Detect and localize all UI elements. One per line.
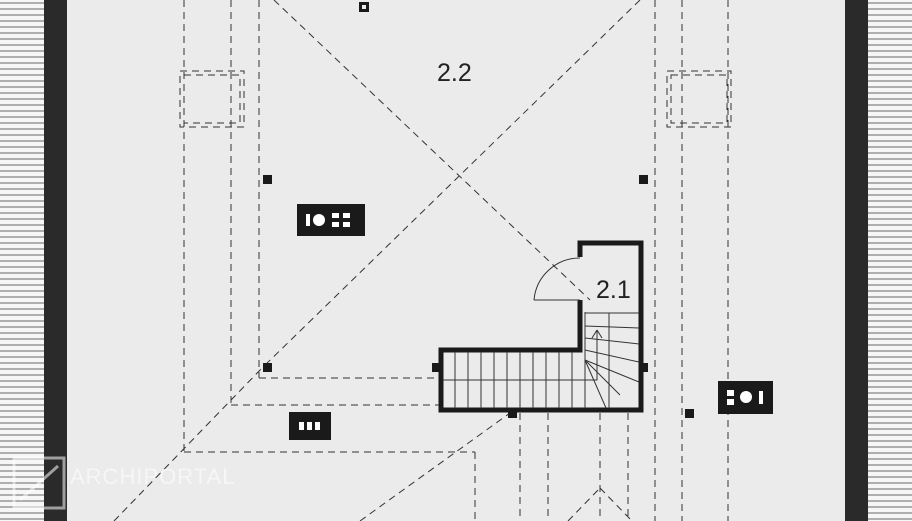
radiator-icon <box>297 204 365 236</box>
ceiling-point-icon <box>359 2 369 12</box>
roof-window-left <box>179 70 245 128</box>
right-exterior-wall <box>845 0 912 521</box>
stair-enclosure <box>438 240 644 413</box>
archiportal-watermark: ARCHIPORTAL <box>12 456 235 510</box>
door-swing <box>533 257 581 301</box>
left-exterior-wall <box>0 0 67 521</box>
structure-points <box>263 175 694 418</box>
room-label-2-2: 2.2 <box>437 59 472 87</box>
roof-dashed-lines <box>113 0 729 521</box>
room-label-2-1: 2.1 <box>596 276 631 304</box>
radiator-icon <box>289 412 331 440</box>
roof-window-right <box>666 70 732 128</box>
watermark-brand: ARCHIPORTAL <box>70 464 235 489</box>
radiator-icon <box>718 381 773 414</box>
stair-treads <box>443 312 640 409</box>
watermark-logo-icon <box>12 456 66 510</box>
